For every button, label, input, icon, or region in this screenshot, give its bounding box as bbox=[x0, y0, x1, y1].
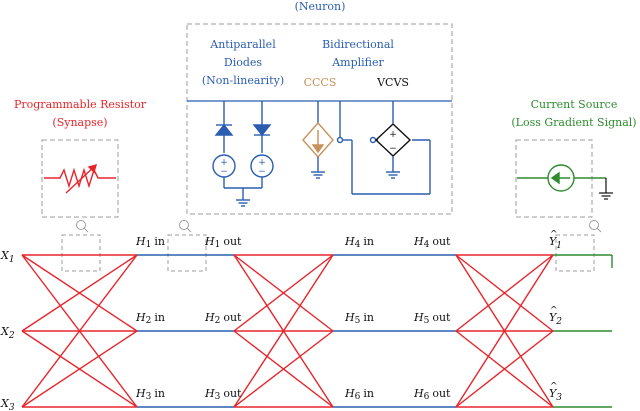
output-y2-label: Y2 bbox=[549, 311, 562, 327]
vcvs-label: VCVS bbox=[376, 76, 409, 89]
diodes-label-line2: Diodes bbox=[224, 56, 263, 69]
resistor-icon bbox=[44, 163, 116, 194]
synapse-edge-l2-3-2 bbox=[233, 330, 334, 408]
neuron-title: (Neuron) bbox=[295, 0, 346, 13]
svg-text:−: − bbox=[389, 144, 397, 154]
vcvs-icon bbox=[336, 101, 431, 195]
zoom-icon bbox=[76, 220, 89, 233]
diode-icon bbox=[214, 123, 234, 136]
zoom-box-output bbox=[555, 234, 595, 272]
svg-text:−: − bbox=[220, 167, 228, 177]
synapse-inset: Programmable Resistor (Synapse) bbox=[14, 98, 147, 218]
diode-ground bbox=[224, 187, 262, 207]
zoom-box-neuron bbox=[167, 234, 207, 272]
output-y1-label: Y1 bbox=[549, 235, 562, 251]
synapse-layers bbox=[21, 254, 554, 408]
svg-text:+: + bbox=[389, 130, 397, 140]
cccs-label: CCCS bbox=[304, 76, 337, 89]
svg-text:+: + bbox=[220, 158, 228, 168]
diode-branch-left bbox=[212, 101, 236, 188]
current-source-label-line1: Current Source bbox=[531, 98, 618, 111]
amplifier-label-line1: Bidirectional bbox=[322, 38, 394, 51]
synapse-edge-l2-2-1 bbox=[233, 254, 334, 332]
amplifier-label-line2: Amplifier bbox=[331, 56, 384, 69]
current-source-label-line2: (Loss Gradient Signal) bbox=[511, 116, 636, 129]
neuron-box: (Neuron) Antiparallel Diodes (Non-linear… bbox=[186, 0, 453, 215]
zoom-box-synapse bbox=[61, 234, 101, 272]
synapse-edge-l3-2-1 bbox=[455, 254, 554, 332]
current-source-inset: Current Source (Loss Gradient Signal) bbox=[511, 98, 637, 218]
current-source-icon bbox=[517, 164, 606, 192]
output-y3-label: Y3 bbox=[549, 387, 562, 403]
synapse-label-line2: (Synapse) bbox=[52, 116, 107, 129]
diode-icon bbox=[252, 124, 272, 137]
diodes-label-line3: (Non-linearity) bbox=[202, 74, 284, 87]
synapse-edge-l2-3-1 bbox=[233, 254, 334, 408]
synapse-edge-l1-2-1 bbox=[21, 254, 138, 332]
input-x2-label: X2 bbox=[0, 325, 15, 341]
synapse-label-line1: Programmable Resistor bbox=[14, 98, 147, 111]
diode-branch-right bbox=[250, 101, 274, 188]
output-y2-hat: ^ bbox=[550, 306, 558, 316]
synapse-edge-l1-3-2 bbox=[21, 330, 138, 408]
svg-text:+: + bbox=[258, 158, 266, 168]
output-y1-hat: ^ bbox=[550, 230, 558, 240]
diodes-label-line1: Antiparallel bbox=[209, 38, 276, 51]
input-x3-label: X3 bbox=[0, 397, 15, 411]
cccs-icon bbox=[302, 101, 334, 179]
ground-icon bbox=[599, 178, 613, 200]
neuron-dashed-frame bbox=[186, 23, 453, 215]
zoom-callouts bbox=[61, 220, 602, 272]
synapse-edge-l1-3-1 bbox=[21, 254, 138, 408]
input-x1-label: X1 bbox=[0, 249, 15, 265]
output-y3-hat: ^ bbox=[550, 382, 558, 392]
zoom-icon bbox=[179, 220, 192, 233]
synapse-edge-l3-3-1 bbox=[455, 254, 554, 408]
synapse-edge-l3-3-2 bbox=[455, 330, 554, 408]
synapse-dashed-frame bbox=[41, 139, 119, 218]
network-rails bbox=[137, 254, 613, 408]
zoom-icon bbox=[589, 220, 602, 233]
svg-text:−: − bbox=[258, 167, 266, 177]
